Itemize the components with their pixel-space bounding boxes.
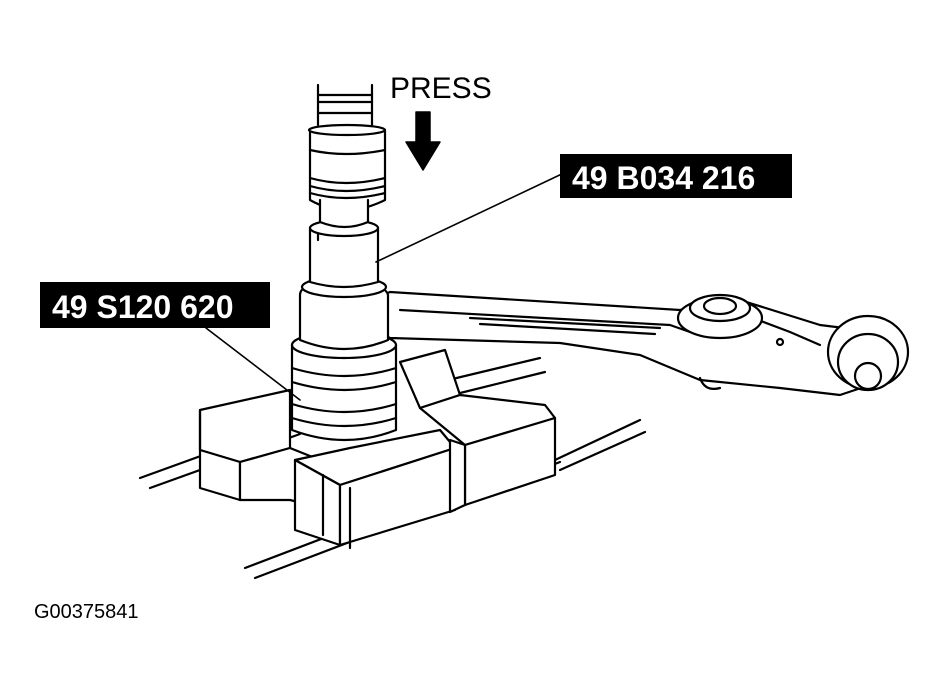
tool-label-lower: 49 S120 620 bbox=[52, 289, 234, 325]
support-block-right bbox=[398, 348, 557, 514]
control-arm bbox=[368, 290, 910, 397]
tool-label-lower-box: 49 S120 620 bbox=[40, 282, 270, 328]
press-ram bbox=[307, 83, 387, 229]
leader-line-upper bbox=[375, 171, 567, 263]
tool-label-upper-box: 49 B034 216 bbox=[560, 154, 792, 198]
support-block-center bbox=[293, 428, 457, 550]
upper-cylinder-tool bbox=[308, 218, 380, 289]
press-arrow-icon bbox=[405, 111, 441, 171]
figure-id: G00375841 bbox=[34, 601, 139, 623]
tool-label-upper: 49 B034 216 bbox=[572, 160, 755, 196]
press-label: PRESS bbox=[390, 72, 492, 105]
leader-line-lower bbox=[205, 327, 301, 401]
